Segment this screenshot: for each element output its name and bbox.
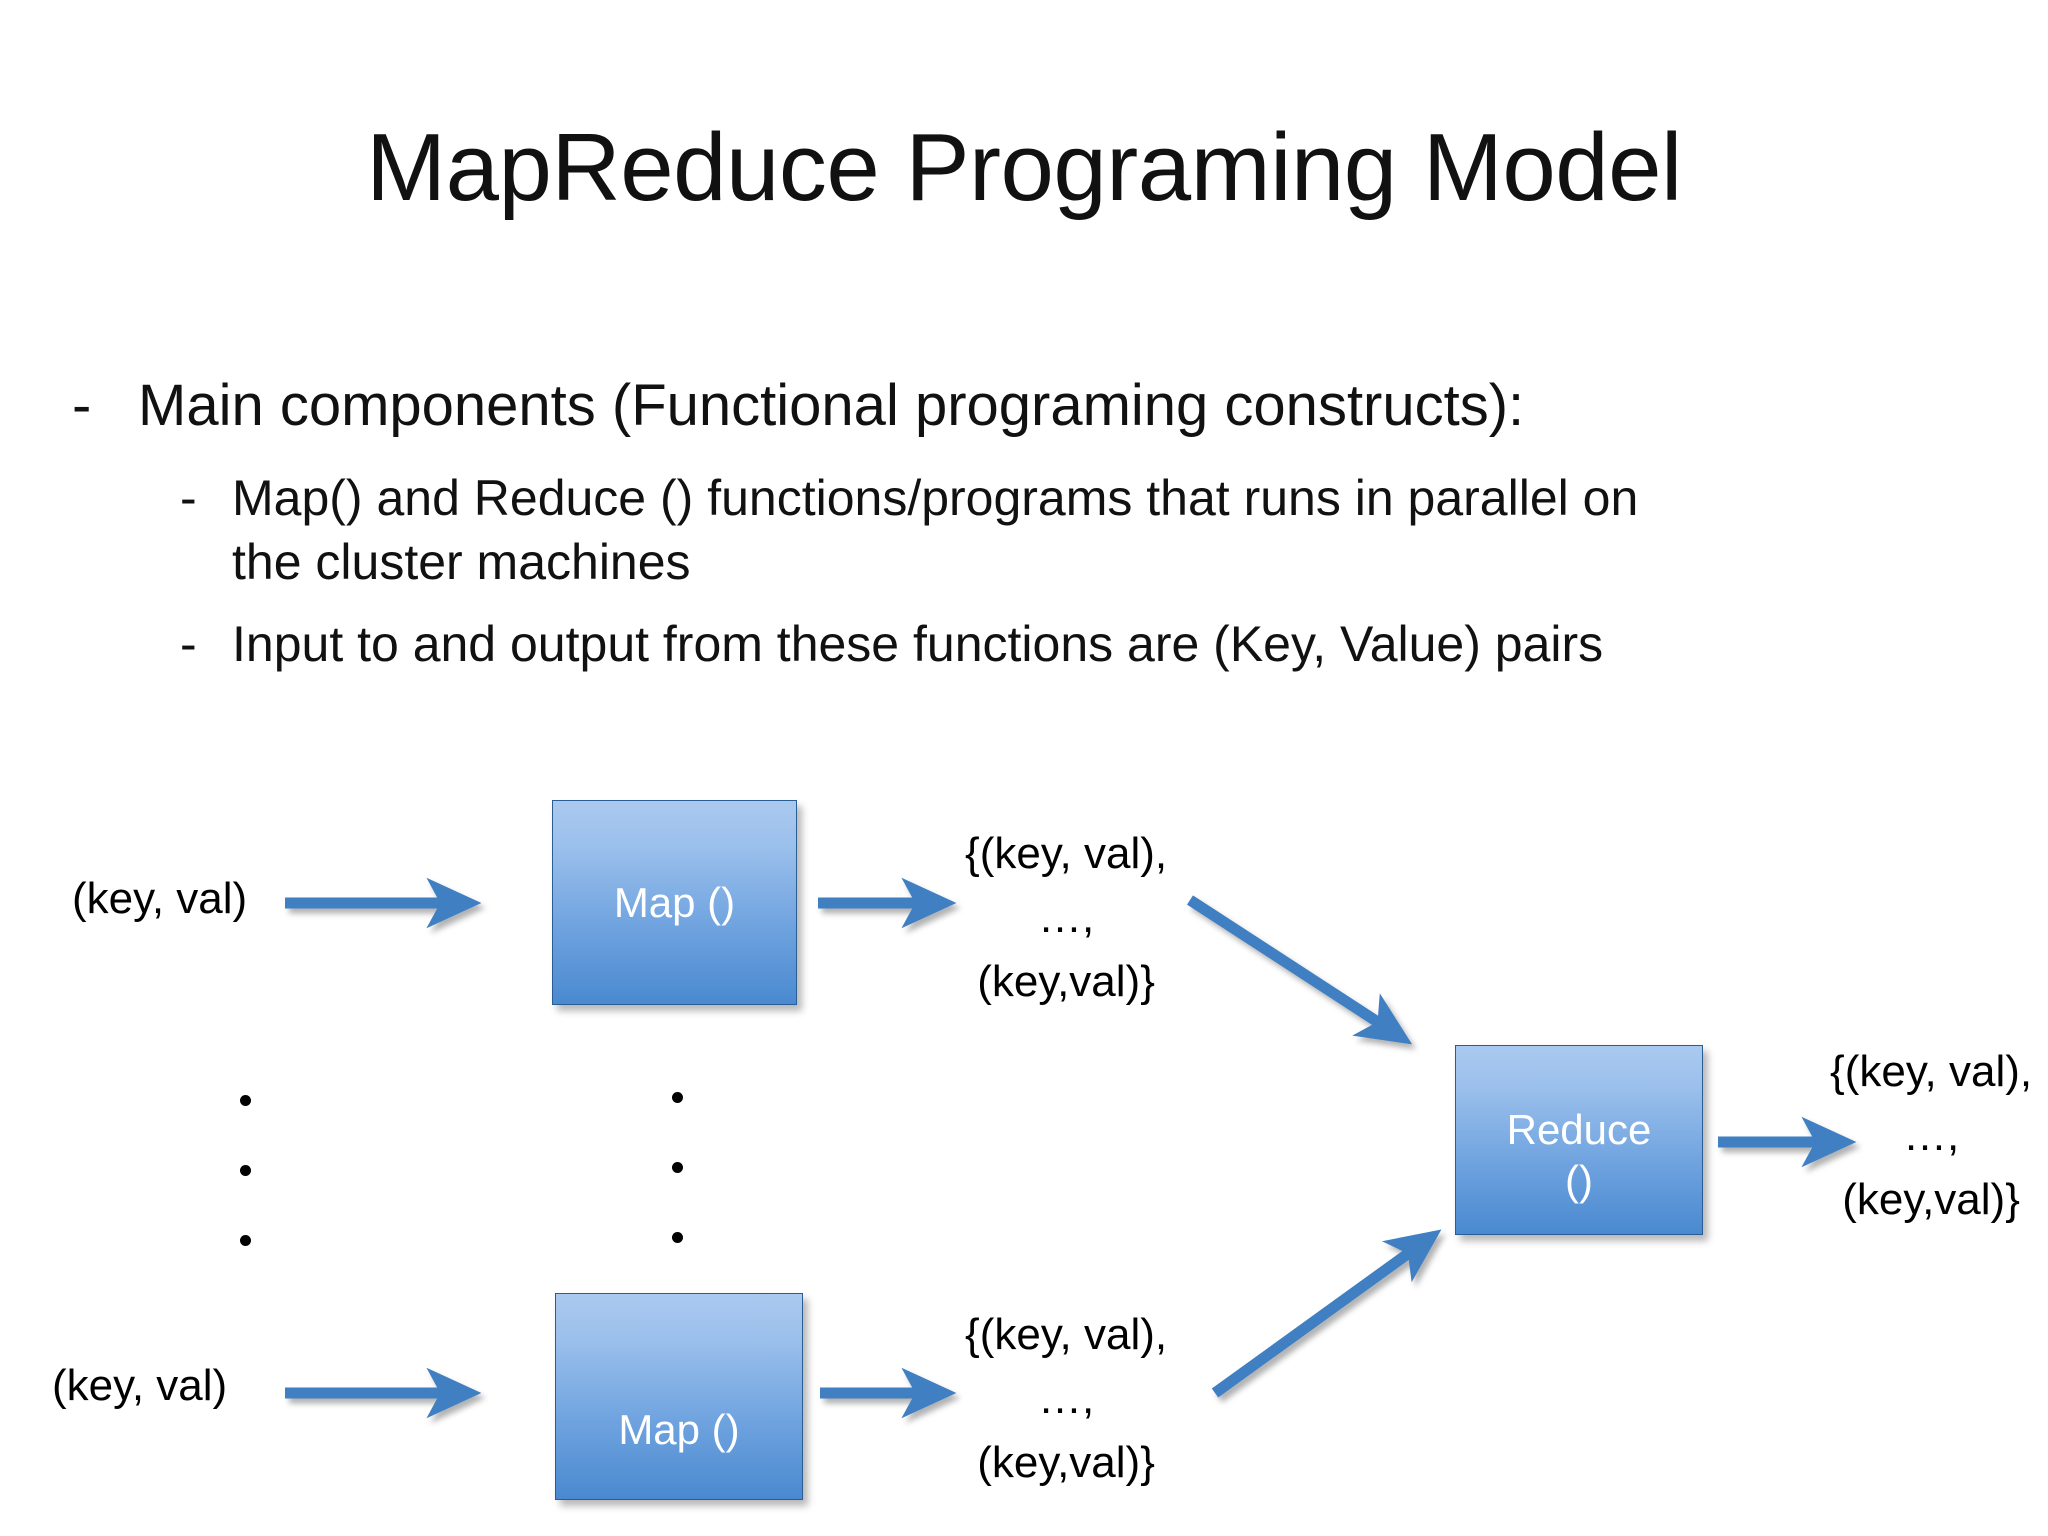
input-label-2: (key, val) (52, 1361, 228, 1410)
dot (240, 1095, 251, 1106)
kv-line-3: (key,val)} (1842, 1174, 2020, 1224)
bullet-level2-2-text: Input to and output from these functions… (232, 616, 1604, 673)
bullet-level2-1-text: Map() and Reduce () functions/programs t… (232, 470, 1639, 591)
reduce-box-label-line2: () (1565, 1157, 1593, 1205)
map-box-2[interactable]: Map () (555, 1293, 803, 1500)
final-output: {(key, val), …, (key,val)} (1830, 1040, 2032, 1231)
intermediate-output-2: {(key, val), …, (key,val)} (965, 1303, 1167, 1494)
kv-line-3: (key,val)} (977, 1437, 1155, 1487)
map-box-2-label: Map () (618, 1406, 740, 1453)
bullet-level2-1: - Map() and Reduce () functions/programs… (0, 466, 2048, 594)
reduce-box[interactable]: Reduce () (1455, 1045, 1703, 1235)
page-title: MapReduce Programing Model (366, 114, 1682, 221)
dot (240, 1165, 251, 1176)
intermediate-output-1: {(key, val), …, (key,val)} (965, 822, 1167, 1013)
bullet-level1: - Main components (Functional programing… (0, 372, 2048, 440)
arrow-output-2-to-reduce (1211, 1229, 1442, 1398)
map-box-1[interactable]: Map () (552, 800, 797, 1005)
kv-line-1: {(key, val), (965, 829, 1168, 878)
dot (672, 1232, 683, 1243)
bullet-list: - Main components (Functional programing… (0, 372, 2048, 694)
input-label-1: (key, val) (72, 874, 248, 923)
map-box-1-label: Map () (613, 878, 736, 926)
ellipsis-dots-middle (672, 1092, 683, 1243)
dot (240, 1235, 251, 1246)
ellipsis-dots-left (240, 1095, 251, 1246)
dot (672, 1162, 683, 1173)
reduce-box-label-line1: Reduce (1506, 1106, 1652, 1153)
arrow-output-1-to-reduce (1187, 895, 1413, 1045)
bullet-level1-text: Main components (Functional programing c… (138, 373, 1525, 438)
bullet-marker: - (180, 616, 197, 673)
kv-line-2: …, (1902, 1110, 1960, 1160)
kv-line-3: (key,val)} (977, 956, 1155, 1006)
bullet-sublist: - Map() and Reduce () functions/programs… (0, 466, 2048, 676)
bullet-level2-2: - Input to and output from these functio… (0, 612, 2048, 676)
kv-line-2: …, (1037, 892, 1095, 942)
dot (672, 1092, 683, 1103)
kv-line-2: …, (1037, 1373, 1095, 1423)
bullet-marker: - (180, 470, 197, 527)
bullet-marker: - (72, 373, 92, 438)
kv-line-1: {(key, val), (965, 1310, 1168, 1359)
kv-line-1: {(key, val), (1830, 1047, 2033, 1096)
